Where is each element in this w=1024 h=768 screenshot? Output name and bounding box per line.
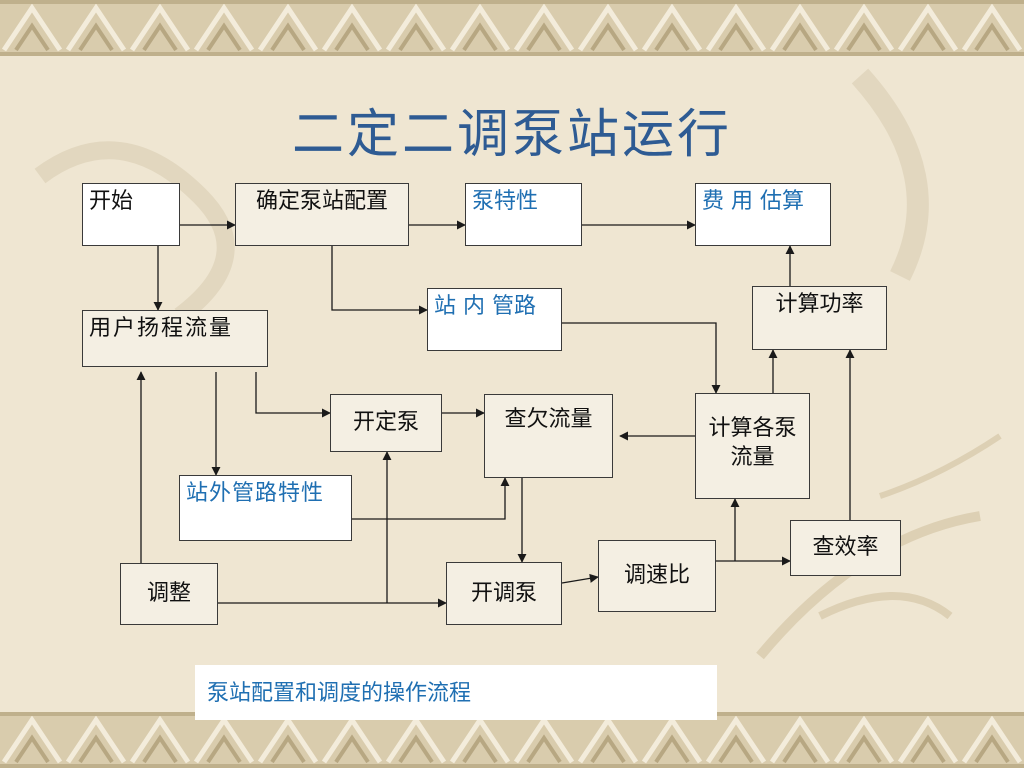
caption: 泵站配置和调度的操作流程 [195, 665, 717, 720]
arrow-stationpipe-to-calcflow [562, 322, 721, 394]
box-check-shortfall-flow: 查欠流量 [484, 394, 613, 478]
pattern-band-icon [0, 712, 1024, 768]
box-calc-power: 计算功率 [752, 286, 887, 350]
box-user-head-flow: 用户扬程流量 [82, 310, 268, 367]
box-speed-pump: 开调泵 [446, 562, 562, 625]
box-outside-pipe: 站外管路特性 [179, 475, 352, 541]
arrow-userhead-to-fixedpump [255, 372, 331, 418]
bottom-decorative-band [0, 712, 1024, 768]
box-start: 开始 [82, 183, 180, 246]
box-speed-ratio: 调速比 [598, 540, 716, 612]
box-adjust: 调整 [120, 563, 218, 625]
arrow-outsidepipe-to-checkflow [352, 477, 510, 520]
arrow-speedpump-to-speedratio [561, 573, 599, 584]
pattern-band-icon [0, 0, 1024, 56]
box-fixed-pump: 开定泵 [330, 394, 442, 452]
slide-title: 二定二调泵站运行 [291, 105, 732, 165]
top-decorative-band [0, 0, 1024, 56]
box-efficiency: 查效率 [790, 520, 901, 576]
box-station-pipe: 站 内 管路 [427, 288, 562, 351]
arrow-config-to-stationpipe [331, 246, 428, 315]
box-pump-config: 确定泵站配置 [235, 183, 409, 246]
box-pump-characteristics: 泵特性 [465, 183, 582, 246]
box-cost-estimate: 费 用 估算 [695, 183, 831, 246]
box-calc-pump-flow: 计算各泵流量 [695, 393, 810, 499]
